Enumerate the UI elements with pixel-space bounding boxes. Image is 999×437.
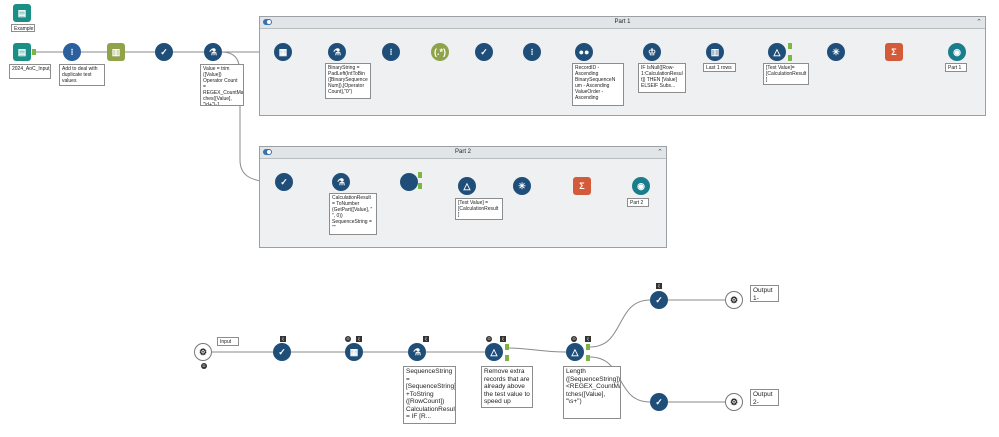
browse-tool-p2[interactable]: ◉ bbox=[632, 177, 650, 195]
macro-input-icon[interactable]: ⚙ bbox=[194, 343, 212, 361]
record-id-label: Add to deal with duplicate test values bbox=[59, 64, 105, 86]
badge: D bbox=[201, 363, 207, 369]
container-toggle-2[interactable] bbox=[263, 149, 272, 155]
input-data-tool[interactable]: ▤ bbox=[13, 43, 31, 61]
formula-tool-p1[interactable]: ⚗ bbox=[328, 43, 346, 61]
macro-output-icon-2[interactable]: ⚙ bbox=[725, 393, 743, 411]
true-anchor[interactable] bbox=[788, 43, 792, 49]
true-anchor-m2[interactable] bbox=[586, 344, 590, 350]
select-tool[interactable]: ✓ bbox=[155, 43, 173, 61]
select-tool-p2[interactable]: ✓ bbox=[275, 173, 293, 191]
example-label: Example bbox=[11, 24, 35, 32]
false-anchor[interactable] bbox=[788, 55, 792, 61]
select-tool-p1[interactable]: ✓ bbox=[475, 43, 493, 61]
container-part-2[interactable]: Part 2 ⌃ bbox=[259, 146, 667, 248]
sample-label: Last 1 rows bbox=[703, 63, 736, 72]
sample-tool[interactable]: ▥ bbox=[706, 43, 724, 61]
badge: ξ bbox=[500, 336, 506, 342]
sort-label: RecordID - Ascending BinarySequenceN um … bbox=[572, 63, 624, 106]
container-toggle[interactable] bbox=[263, 19, 272, 25]
formula-tool-m[interactable]: ⚗ bbox=[408, 343, 426, 361]
macro-anchor-1[interactable] bbox=[418, 172, 422, 178]
formula-tool-p2[interactable]: ⚗ bbox=[332, 173, 350, 191]
filter-label-m1: Remove extra records that are already ab… bbox=[481, 366, 533, 408]
formula-label-m: SequenceString = [SequenceString] +ToStr… bbox=[403, 366, 456, 424]
browse-tool-p1[interactable]: ◉ bbox=[948, 43, 966, 61]
summarize-tool-p2[interactable]: Σ bbox=[573, 177, 591, 195]
regex-tool[interactable]: (.*) bbox=[431, 43, 449, 61]
macro-anchor-2[interactable] bbox=[418, 183, 422, 189]
badge: ⊙ bbox=[571, 336, 577, 342]
filter-tool-p2[interactable]: △ bbox=[458, 177, 476, 195]
filter-tool-m1[interactable]: △ bbox=[485, 343, 503, 361]
output-anchor[interactable] bbox=[32, 49, 36, 55]
formula-label-p2: CalculationResult = ToNumber (GetPart([V… bbox=[329, 193, 377, 235]
macro-output-icon-1[interactable]: ⚙ bbox=[725, 291, 743, 309]
badge: ξ bbox=[656, 283, 662, 289]
true-anchor-m1[interactable] bbox=[505, 344, 509, 350]
record-id-tool[interactable]: ⁝ bbox=[63, 43, 81, 61]
badge: ⊙ bbox=[345, 336, 351, 342]
select-tool-out1[interactable]: ✓ bbox=[650, 291, 668, 309]
container-title: Part 1 bbox=[614, 19, 631, 25]
formula-label: Value = trim ([Value]) Operator Count = … bbox=[200, 64, 244, 106]
badge: ξ bbox=[356, 336, 362, 342]
select-tool-m[interactable]: ✓ bbox=[273, 343, 291, 361]
browse-label-p2: Part 2 bbox=[627, 198, 649, 207]
filter-label-m2: Length ([SequenceString]) <REGEX_CountMa… bbox=[563, 366, 621, 419]
multi-row-label: IF IsNull([Row-1:CalculationResul t]) TH… bbox=[638, 63, 686, 93]
badge: ⊙ bbox=[486, 336, 492, 342]
join-tool[interactable]: ✳ bbox=[827, 43, 845, 61]
generate-rows-tool[interactable]: ▦ bbox=[274, 43, 292, 61]
badge: ξ bbox=[585, 336, 591, 342]
container-header-2[interactable]: Part 2 ⌃ bbox=[260, 147, 666, 159]
multi-row-formula-tool[interactable]: ♔ bbox=[643, 43, 661, 61]
record-id-tool-p1-2[interactable]: ⁝ bbox=[523, 43, 541, 61]
book-icon[interactable]: ▤ bbox=[13, 4, 31, 22]
badge: ξ bbox=[280, 336, 286, 342]
filter-tool-m2[interactable]: △ bbox=[566, 343, 584, 361]
select-tool-out2[interactable]: ✓ bbox=[650, 393, 668, 411]
macro-input-label: Input bbox=[217, 337, 239, 346]
collapse-icon[interactable]: ⌃ bbox=[976, 19, 982, 26]
container-title-2: Part 2 bbox=[454, 149, 471, 155]
filter-label-p1: [Test Value]= [CalculationResult ] bbox=[763, 63, 809, 85]
sort-tool[interactable]: ●● bbox=[575, 43, 593, 61]
macro-output-label-1: Output 1-Output bbox=[750, 285, 779, 302]
record-id-tool-m[interactable]: ▦ bbox=[345, 343, 363, 361]
formula-label-p1: BinaryString = PadLeft(IntToBin ([Binary… bbox=[325, 63, 371, 99]
collapse-icon-2[interactable]: ⌃ bbox=[657, 149, 663, 156]
false-anchor-m2[interactable] bbox=[586, 355, 590, 361]
record-id-tool-p1[interactable]: ⁝ bbox=[382, 43, 400, 61]
filter-label-p2: [Test Value] = [CalculationResult ] bbox=[455, 198, 503, 220]
browse-label-p1: Part 1 bbox=[945, 63, 967, 72]
container-header[interactable]: Part 1 ⌃ bbox=[260, 17, 985, 29]
formula-tool[interactable]: ⚗ bbox=[204, 43, 222, 61]
false-anchor-m1[interactable] bbox=[505, 355, 509, 361]
text-to-columns-tool[interactable]: ▥ bbox=[107, 43, 125, 61]
macro-tool[interactable] bbox=[400, 173, 418, 191]
join-tool-p2[interactable]: ✳ bbox=[513, 177, 531, 195]
filter-tool-p1[interactable]: △ bbox=[768, 43, 786, 61]
summarize-tool[interactable]: Σ bbox=[885, 43, 903, 61]
macro-output-label-2: Output 2-Output bbox=[750, 389, 779, 406]
badge: ξ bbox=[423, 336, 429, 342]
input-file-label: 2024_AoC_Input_Day_07.csv bbox=[9, 64, 51, 79]
